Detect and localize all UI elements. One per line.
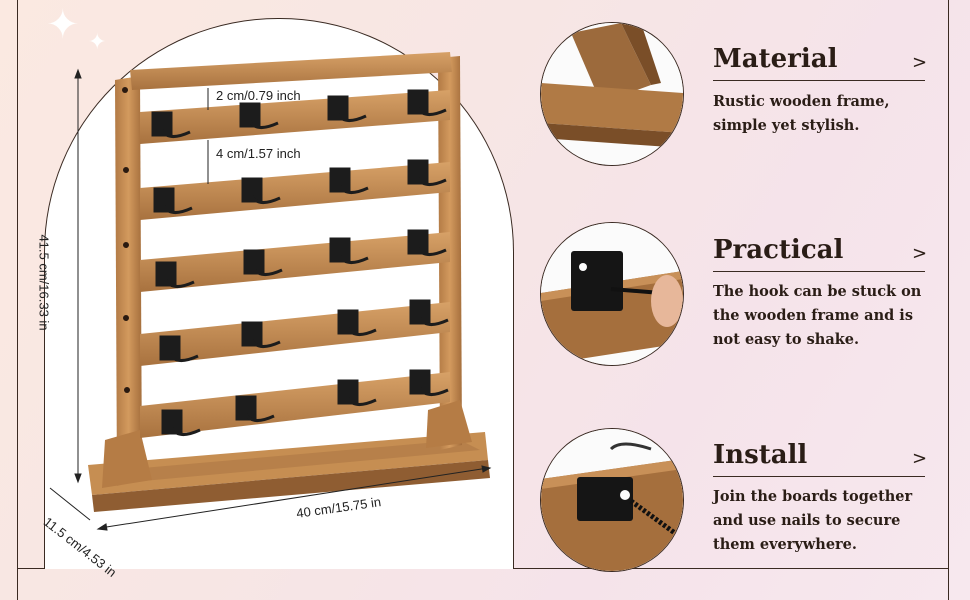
dimension-top-gap: 2 cm/0.79 inch <box>216 88 301 103</box>
chevron-right-icon[interactable]: > <box>912 448 928 469</box>
sparkle-icon: ✦ <box>46 2 80 48</box>
chevron-right-icon[interactable]: > <box>912 243 928 264</box>
rack-base <box>88 432 490 512</box>
rack-hooks <box>151 89 449 436</box>
screw-install-photo-icon <box>540 428 684 572</box>
dimension-height: 41.5 cm/16.33 in <box>36 234 52 331</box>
feature-desc-material: Rustic wooden frame, simple yet stylish. <box>713 93 890 134</box>
hook-closeup-photo-icon <box>540 222 684 366</box>
feature-desc-install: Join the boards together and use nails t… <box>713 488 913 553</box>
dimension-lines <box>49 68 492 531</box>
feature-divider <box>713 476 925 477</box>
feature-title-install: Install <box>713 440 808 470</box>
wood-corner-photo-icon <box>540 22 684 166</box>
rack-left-post <box>102 76 152 488</box>
feature-title-material: Material <box>713 44 838 74</box>
rack-boards <box>140 90 450 438</box>
feature-title-practical: Practical <box>713 235 844 265</box>
frame-line-left <box>17 0 18 600</box>
frame-line-right <box>948 0 949 600</box>
chevron-right-icon[interactable]: > <box>912 52 928 73</box>
rack-top-rail <box>130 52 452 90</box>
feature-divider <box>713 80 925 81</box>
jewelry-rack-illustration <box>49 52 492 531</box>
sparkle-icon: ✦ <box>88 30 107 55</box>
feature-divider <box>713 271 925 272</box>
dimension-row-gap: 4 cm/1.57 inch <box>216 146 301 161</box>
feature-desc-practical: The hook can be stuck on the wooden fram… <box>713 283 922 348</box>
